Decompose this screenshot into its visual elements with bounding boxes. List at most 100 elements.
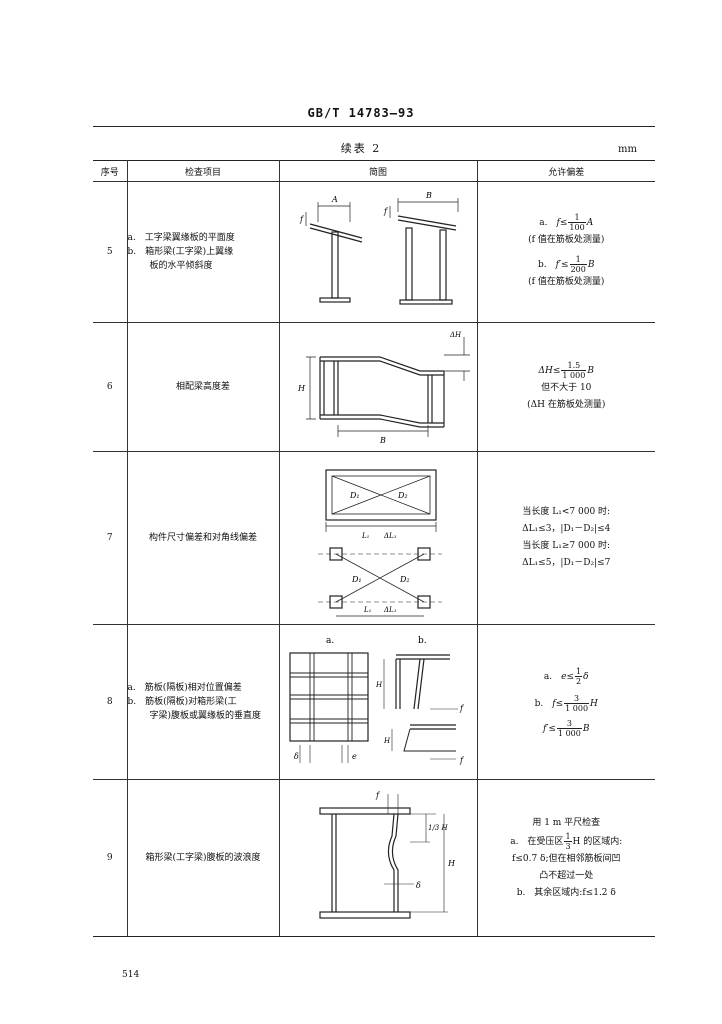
sketch-label: D₁ [349,491,360,500]
row-seq: 9 [93,779,128,937]
table-row-9: 9 箱形梁(工字梁)腹板的波浪度 f [93,779,656,937]
tol-line: f≤0.7 δ;但在相邻筋板间凹 [512,853,621,864]
sketch-label: A [331,195,338,204]
unit-label: mm [618,144,637,155]
tol-var: H [590,698,598,709]
row-item: 相配梁高度差 [126,322,280,452]
tol-line: ΔL₁≤5，|D₁－D₂|≤7 [522,558,611,568]
sketch-label: e [352,752,357,761]
tol-var: B [587,260,595,270]
sketch-label: f [299,215,305,224]
item-line: b. 筋板(隔板)对箱形梁(工 [127,697,237,707]
header-rule [93,126,655,127]
sketch-label: D₂ [399,575,410,584]
tol-line: b. 其余区域内:f≤1.2 δ [516,887,616,898]
row-item: a. 筋板(隔板)相对位置偏差 b. 筋板(隔板)对箱形梁(工 字梁)腹板或翼缘… [126,624,280,780]
tol-suffix: H 的区域内: [572,836,623,847]
tol-var: δ [583,671,589,682]
sketch-label: f [459,756,465,765]
sketch-label: B [425,191,432,200]
tol-line: 凸不超过一处 [539,870,594,881]
row-tolerance: 当长度 L₁<7 000 时: ΔL₁≤3，|D₁－D₂|≤4 当长度 L₁≥7… [476,451,655,625]
col-header-tolerance: 允许偏差 [476,160,655,182]
tol-prefix: b. [534,698,544,709]
tol-var: B [587,365,594,376]
sketch-label: f [383,207,389,216]
table-row-7: 7 构件尺寸偏差和对角线偏差 D [93,451,655,625]
tol-note: (f 值在筋板处测量) [528,235,605,245]
tol-line: 但不大于 10 [541,382,592,393]
row-item: a. 工字梁翼缘板的平面度 b. 箱形梁(工字梁)上翼缘 板的水平倾斜度 [126,181,280,323]
row-sketch: H ΔH B [278,322,478,452]
table-row-8: 8 a. 筋板(隔板)相对位置偏差 b. 筋板(隔板)对箱形梁(工 字梁)腹板或… [93,624,656,780]
item-line: 字梁)腹板或翼缘板的垂直度 [149,711,262,721]
tolerance-table: 序号 检查项目 简图 允许偏差 5 a. 工字梁翼缘板的平面度 b. 箱形梁(工… [93,160,655,937]
sketch-label: δ [294,752,299,761]
row-seq: 7 [93,451,128,625]
tol-lhs: f′≤ [543,723,556,734]
sketch-label: ΔH [449,331,462,339]
item-line: 板的水平倾斜度 [149,261,213,271]
stiffener-position-sketch: a. b. δ e H f H f [288,636,465,765]
table-row-6: 6 相配梁高度差 [93,322,655,452]
tol-var: B [582,723,590,734]
col-header-item: 检查项目 [126,160,280,182]
tol-prefix: a. [539,218,548,228]
table-caption: 续表 2 [340,142,382,155]
sketch-label: ΔL₁ [383,532,397,540]
sketch-label: H [297,384,306,393]
page-number: 514 [122,970,140,980]
tol-line: 用 1 m 平尺检查 [532,817,601,828]
row-sketch: A f B f [278,181,478,323]
row-item: 构件尺寸偏差和对角线偏差 [126,451,280,625]
col-header-sketch: 简图 [278,160,478,182]
row-sketch: D₁ D₂ L₁ ΔL₁ D₁ D₂ L₁ ΔL₁ [278,451,478,625]
sketch-label: δ [416,881,421,890]
standard-code: GB/T 14783—93 [307,106,415,120]
sketch-label: D₂ [397,491,408,500]
table-header-row: 序号 检查项目 简图 允许偏差 [93,160,655,182]
sketch-label: H [383,737,391,745]
mating-beam-height-sketch: H ΔH B [297,331,470,445]
item-line: b. 箱形梁(工字梁)上翼缘 [127,247,234,257]
tol-line: 当长度 L₁≥7 000 时: [522,541,611,551]
sketch-label: D₁ [351,575,362,584]
row-seq: 6 [93,322,128,452]
tol-prefix: a. [543,671,553,682]
tol-line: 当长度 L₁<7 000 时: [522,507,611,517]
sketch-label: B [379,436,386,445]
sketch-label: 1/3 H [428,824,448,832]
web-waviness-sketch: f 1/3 H H δ [318,791,456,919]
tol-lhs: f≤ [552,698,564,709]
table-row-5: 5 a. 工字梁翼缘板的平面度 b. 箱形梁(工字梁)上翼缘 板的水平倾斜度 [93,181,656,323]
col-header-seq: 序号 [93,160,128,182]
sketch-label: f [459,704,465,713]
row-sketch: a. b. δ e H f H f [278,624,478,780]
row-sketch: f 1/3 H H δ [278,779,478,937]
tol-lhs: f≤ [556,218,568,228]
tol-line: (ΔH 在筋板处测量) [527,399,606,410]
item-line: a. 工字梁翼缘板的平面度 [127,233,235,243]
row-seq: 5 [93,181,128,323]
tol-prefix: b. [538,260,547,270]
sketch-label: b. [418,636,427,646]
tol-lhs: e≤ [561,671,575,682]
i-beam-box-beam-sketch: A f B f [299,191,458,305]
tol-lhs: ΔH≤ [538,365,561,376]
tol-line: ΔL₁≤3，|D₁－D₂|≤4 [522,524,611,534]
row-seq: 8 [93,624,128,780]
